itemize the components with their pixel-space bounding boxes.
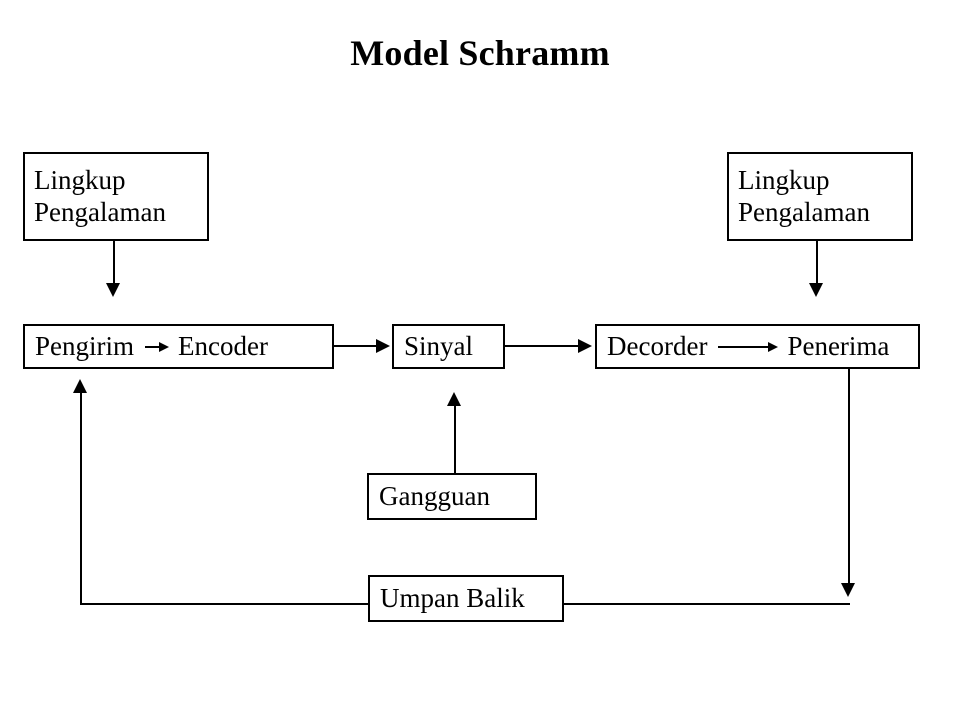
connector-scope-left-to-sender — [113, 241, 115, 285]
node-noise: Gangguan — [367, 473, 537, 520]
node-label-line1: Lingkup — [34, 164, 126, 195]
arrow-right-icon — [718, 341, 779, 352]
node-label-encoder: Encoder — [178, 330, 268, 361]
arrowhead-down-icon — [809, 283, 823, 297]
connector-feedback-to-sender-horizontal — [80, 603, 369, 605]
node-signal: Sinyal — [392, 324, 505, 369]
connector-encoder-to-signal — [334, 345, 379, 347]
arrow-right-icon — [145, 341, 169, 352]
node-label-receiver: Penerima — [787, 330, 890, 361]
arrowhead-down-icon — [841, 583, 855, 597]
node-label-noise: Gangguan — [379, 480, 490, 511]
node-label-line2: Pengalaman — [34, 196, 166, 227]
node-label-line2: Pengalaman — [738, 196, 870, 227]
arrowhead-right-icon — [376, 339, 390, 353]
node-label-sender: Pengirim — [35, 330, 134, 361]
arrowhead-down-icon — [106, 283, 120, 297]
connector-scope-right-to-receiver — [816, 241, 818, 285]
arrowhead-right-icon — [578, 339, 592, 353]
node-scope-of-experience-right: Lingkup Pengalaman — [727, 152, 913, 241]
arrowhead-up-icon — [73, 379, 87, 393]
node-decoder-receiver: Decorder Penerima — [595, 324, 920, 369]
arrowhead-up-icon — [447, 392, 461, 406]
connector-receiver-to-feedback-horizontal — [563, 603, 850, 605]
node-label-feedback: Umpan Balik — [380, 582, 525, 613]
node-label-line1: Lingkup — [738, 164, 830, 195]
node-label-signal: Sinyal — [404, 330, 474, 361]
page-title: Model Schramm — [350, 33, 610, 73]
node-scope-of-experience-left: Lingkup Pengalaman — [23, 152, 209, 241]
connector-signal-to-decoder — [505, 345, 581, 347]
connector-feedback-to-sender-vertical — [80, 385, 82, 605]
connector-noise-to-signal — [454, 398, 456, 474]
node-feedback: Umpan Balik — [368, 575, 564, 622]
node-label-decoder: Decorder — [607, 330, 708, 361]
node-sender-encoder: Pengirim Encoder — [23, 324, 334, 369]
connector-receiver-to-feedback-vertical — [848, 369, 850, 585]
